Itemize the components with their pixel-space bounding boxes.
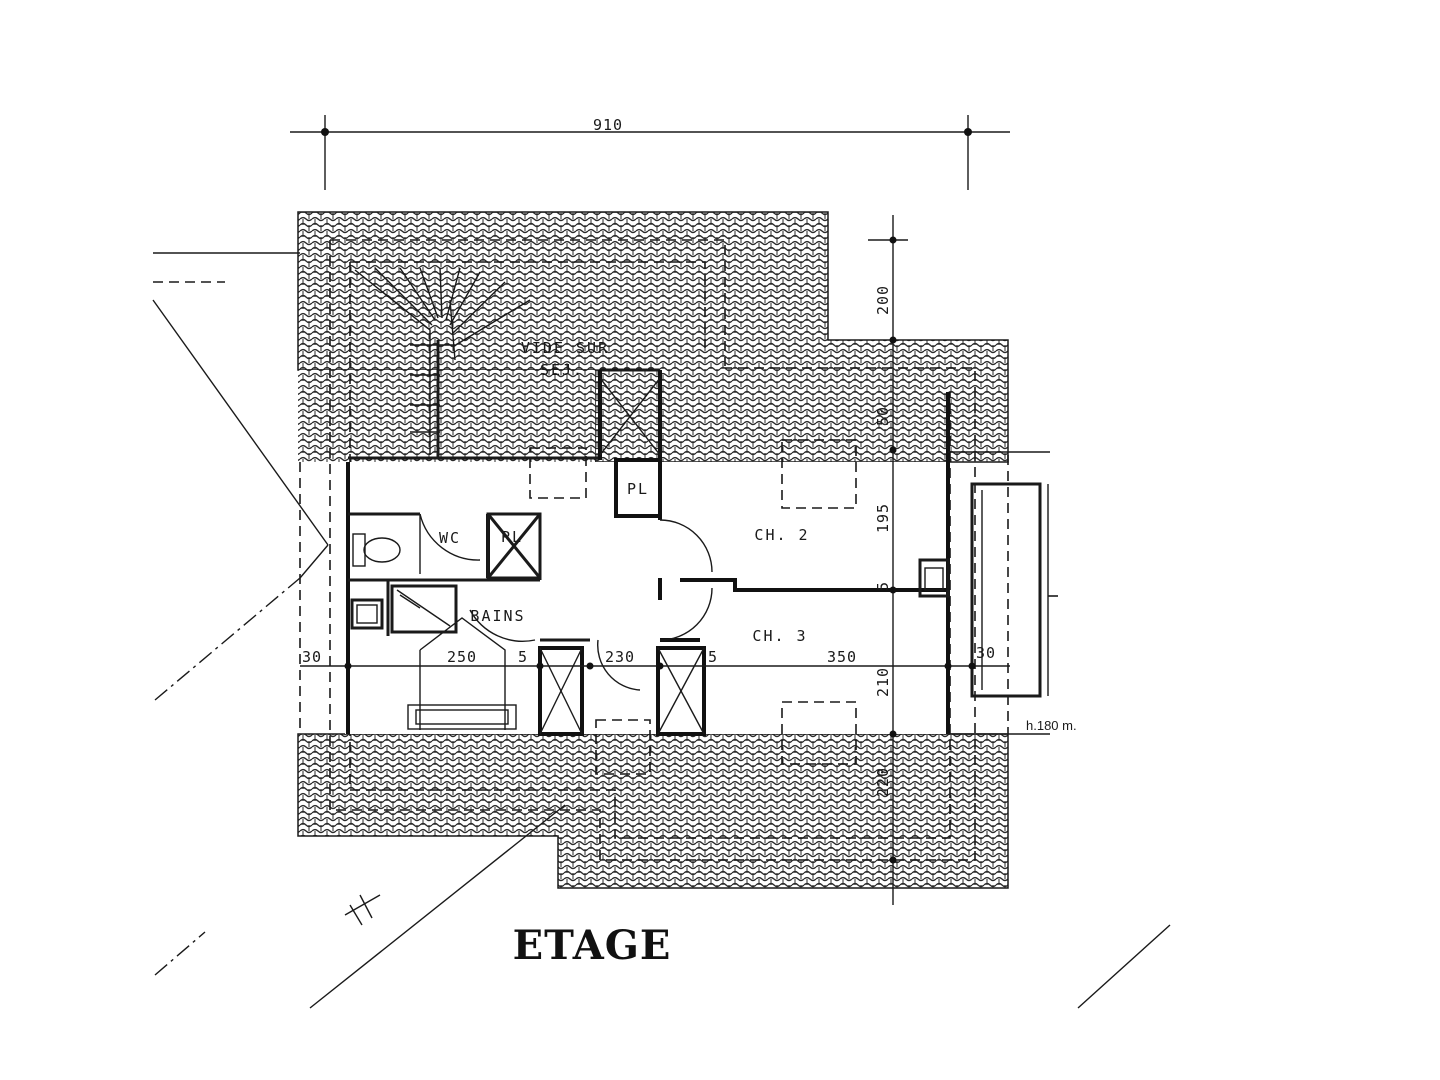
hall-width-label: 230 [605, 648, 635, 666]
dimension-lines [290, 115, 1050, 905]
bedroom-2-depth-label: 195 [874, 503, 892, 533]
shower-tray-icon [390, 584, 458, 634]
roof-bottom-area [297, 733, 1009, 889]
left-wall-label: 30 [302, 648, 322, 666]
wall-a-label: 5 [518, 648, 528, 666]
bedroom-2-label: CH. 2 [754, 526, 809, 544]
radiator-icon [918, 558, 950, 598]
wc-label: WC [439, 529, 461, 547]
bottom-right-label: 220 [874, 767, 892, 797]
right-upper-label: 50 [874, 406, 892, 426]
wall-b-label: 5 [708, 648, 718, 666]
balcony [970, 482, 1060, 698]
top-right-height-label: 200 [874, 285, 892, 315]
site-lines [152, 252, 1171, 1009]
north-arrow-icon [344, 894, 381, 926]
floor-area [345, 462, 950, 734]
bath-width-label: 250 [447, 648, 477, 666]
closet-2-label: PL [627, 480, 649, 498]
right-wall-label: 30 [976, 644, 996, 662]
bath-label: BAINS [470, 607, 525, 625]
skylights [529, 439, 857, 775]
closet-1-label: PL [501, 528, 523, 546]
fixtures [350, 533, 950, 730]
roof-top-left-area [298, 370, 595, 462]
partition-label: 5 [874, 581, 892, 591]
staircase [354, 267, 531, 458]
bathtub-icon [407, 617, 517, 730]
void-sub-label: SEJ. [540, 361, 584, 379]
doors [419, 513, 713, 691]
bedroom-3-depth-label: 210 [874, 667, 892, 697]
overall-width-label: 910 [593, 116, 623, 134]
height-note: h.180 m. [1026, 718, 1077, 733]
toilet-icon [352, 533, 401, 567]
bedroom-3-label: CH. 3 [752, 627, 807, 645]
washbasin-icon [350, 598, 384, 630]
labels: 910 200 50 195 5 210 220 30 250 5 230 5 … [302, 116, 1077, 969]
floor-title: ETAGE [513, 922, 672, 969]
bedroom-width-label: 350 [827, 648, 857, 666]
void-label: VIDE SUR [521, 339, 609, 357]
